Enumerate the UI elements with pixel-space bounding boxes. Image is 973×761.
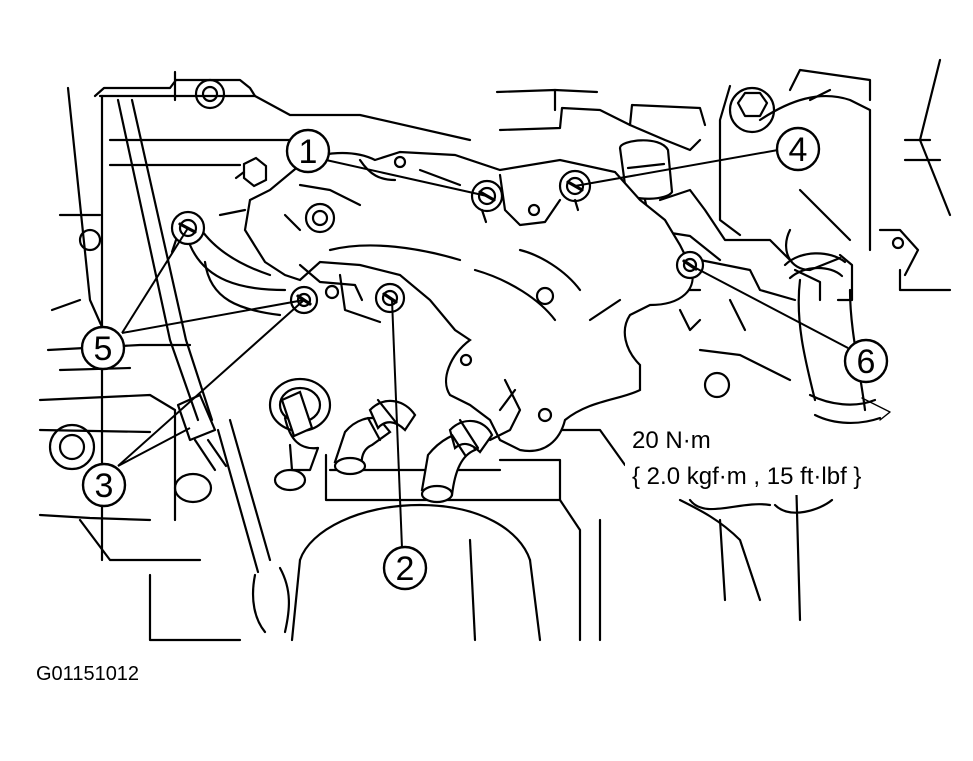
- bolt-small-top-left: [234, 156, 268, 188]
- callout-5-label: 5: [94, 330, 113, 368]
- callout-1-label: 1: [299, 133, 318, 171]
- figure-code: G01151012: [36, 663, 139, 685]
- cover-plate: [188, 150, 731, 453]
- callout-4: 4: [775, 126, 821, 172]
- bolt-2: [374, 282, 406, 314]
- callout-2-label: 2: [396, 550, 415, 588]
- callout-5: 5: [80, 325, 126, 371]
- torque-conversion: { 2.0 kgf·m , 15 ft·lbf }: [632, 463, 861, 490]
- leader-lines: [117, 149, 849, 549]
- callout-3-label: 3: [95, 467, 114, 505]
- callout-3: 3: [81, 462, 127, 508]
- callout-6-label: 6: [857, 343, 876, 381]
- engine-background: [38, 58, 952, 642]
- drain-plug: [268, 377, 332, 492]
- bolts: [170, 156, 705, 492]
- torque-value: 20 N·m: [632, 427, 711, 454]
- hoses: [333, 378, 522, 504]
- callout-6: 6: [843, 338, 889, 384]
- torque-spec: 20 N·m { 2.0 kgf·m , 15 ft·lbf }: [625, 425, 920, 514]
- callout-1: 1: [285, 128, 331, 174]
- callout-2: 2: [382, 545, 428, 591]
- callout-4-label: 4: [789, 131, 808, 169]
